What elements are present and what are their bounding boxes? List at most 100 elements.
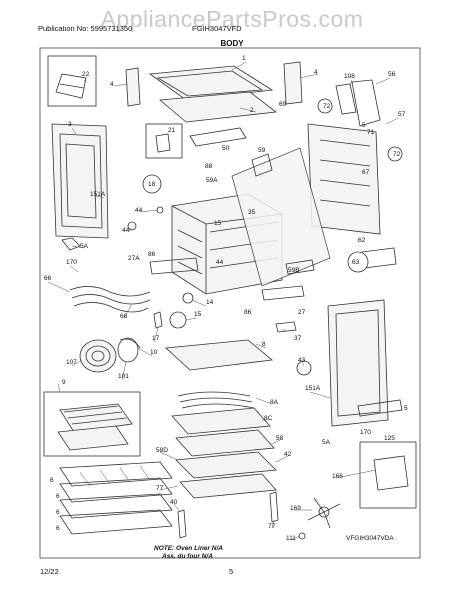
part-18-sensor bbox=[142, 174, 162, 194]
label-6c: 6 bbox=[56, 509, 60, 516]
footer-page-number: 5 bbox=[229, 567, 234, 576]
part-59b-panel bbox=[285, 259, 315, 275]
label-1: 1 bbox=[242, 55, 246, 62]
label-22: 22 bbox=[82, 71, 90, 78]
part-101-gasket bbox=[117, 337, 139, 363]
label-42: 42 bbox=[284, 451, 292, 458]
label-44-mid: 44 bbox=[216, 259, 224, 266]
label-59a: 59A bbox=[206, 177, 218, 184]
diagram-frame bbox=[39, 47, 421, 559]
watermark: AppliancePartsPros.com bbox=[100, 6, 364, 32]
part-58-panel bbox=[175, 429, 275, 457]
label-40: 40 bbox=[170, 499, 178, 506]
label-66: 66 bbox=[44, 275, 52, 282]
leader-lines bbox=[47, 61, 399, 541]
label-56: 56 bbox=[388, 71, 396, 78]
part-15-lens bbox=[169, 311, 187, 329]
part-72-knob-upper bbox=[317, 98, 333, 114]
part-5a-hinge-right bbox=[357, 399, 403, 417]
part-72-knob-lower bbox=[387, 146, 403, 162]
part-2-panel bbox=[159, 91, 278, 123]
label-101: 101 bbox=[118, 373, 129, 380]
label-37: 37 bbox=[294, 335, 302, 342]
part-151a-door-outer bbox=[327, 299, 389, 427]
part-17-clip bbox=[153, 311, 163, 329]
label-77: 77 bbox=[156, 485, 164, 492]
label-67: 67 bbox=[362, 169, 370, 176]
part-8-bottom-tray bbox=[165, 339, 273, 371]
label-43: 43 bbox=[298, 357, 306, 364]
label-71: 71 bbox=[367, 129, 375, 136]
part-125-fan-assembly bbox=[359, 441, 417, 509]
label-14: 14 bbox=[206, 299, 214, 306]
part-56-bracket bbox=[351, 79, 381, 127]
label-8: 8 bbox=[262, 341, 266, 348]
part-14-lamp bbox=[182, 292, 194, 304]
label-72: 72 bbox=[323, 103, 331, 110]
label-55: 5 bbox=[362, 122, 366, 129]
part-107-fan-cover bbox=[79, 339, 117, 373]
label-15: 15 bbox=[194, 311, 202, 318]
label-6a: 6 bbox=[50, 477, 54, 484]
part-111-screw bbox=[298, 532, 306, 540]
part-21-clip bbox=[145, 123, 183, 159]
label-72b: 72 bbox=[393, 151, 401, 158]
label-170b: 170 bbox=[360, 429, 371, 436]
part-5a-hinge-left bbox=[61, 237, 81, 251]
label-6b: 6 bbox=[56, 493, 60, 500]
part-27a-strip bbox=[149, 257, 199, 275]
label-18: 15 bbox=[214, 220, 222, 227]
label-10: 10 bbox=[150, 349, 158, 356]
part-22-bracket bbox=[47, 55, 97, 107]
part-108-wiring bbox=[335, 83, 357, 115]
part-9-broiler-pan bbox=[43, 391, 141, 457]
label-58d: 58D bbox=[156, 447, 168, 454]
label-166: 166 bbox=[332, 473, 343, 480]
label-68: 68 bbox=[120, 313, 128, 320]
label-5-right: 5 bbox=[404, 405, 408, 412]
label-44: 44 bbox=[135, 207, 143, 214]
part-66-bake-element bbox=[69, 286, 151, 313]
part-40-rail bbox=[177, 509, 187, 539]
label-57: 57 bbox=[398, 111, 406, 118]
footer-date: 12/22 bbox=[40, 567, 59, 576]
label-27a: 27A bbox=[128, 255, 140, 262]
part-42-drawer bbox=[175, 451, 277, 479]
part-4-right-strip bbox=[283, 61, 303, 105]
label-107: 107 bbox=[66, 359, 77, 366]
part-37-strip bbox=[275, 321, 297, 333]
label-4: 4 bbox=[110, 81, 114, 88]
part-4-left-strip bbox=[125, 67, 141, 107]
label-35: 35 bbox=[248, 209, 256, 216]
part-43-screw bbox=[296, 360, 312, 376]
model-number: FGIH3047VFD bbox=[192, 24, 242, 33]
label-77b: 77 bbox=[268, 523, 276, 530]
label-59: 59 bbox=[258, 147, 266, 154]
label-8c: 8C bbox=[264, 415, 273, 422]
label-170: 170 bbox=[66, 259, 77, 266]
label-21: 21 bbox=[168, 127, 176, 134]
label-151b: 151A bbox=[305, 385, 321, 392]
label-2: 2 bbox=[250, 107, 254, 114]
part-1-cooktop-frame bbox=[148, 65, 274, 101]
note-line-1: NOTE: Oven Liner N/A bbox=[154, 545, 223, 552]
label-108: 108 bbox=[344, 73, 355, 80]
label-5a: 5A bbox=[80, 243, 89, 250]
label-44b: 44 bbox=[122, 227, 130, 234]
label-6d: 6 bbox=[56, 525, 60, 532]
part-8a-element bbox=[177, 391, 255, 409]
label-169: 169 bbox=[290, 505, 301, 512]
label-62: 62 bbox=[358, 237, 366, 244]
part-50-strip bbox=[189, 127, 247, 147]
page-title: BODY bbox=[220, 39, 244, 48]
label-125: 125 bbox=[384, 435, 395, 442]
part-58d-drawer bbox=[179, 473, 277, 499]
label-50: 50 bbox=[222, 145, 230, 152]
label-59b: 59B bbox=[288, 267, 300, 274]
label-58: 58 bbox=[276, 435, 284, 442]
label-3: 3 bbox=[68, 121, 72, 128]
part-77-rail bbox=[269, 491, 279, 523]
part-169-fan-blade bbox=[307, 497, 341, 529]
label-86: 86 bbox=[148, 251, 156, 258]
